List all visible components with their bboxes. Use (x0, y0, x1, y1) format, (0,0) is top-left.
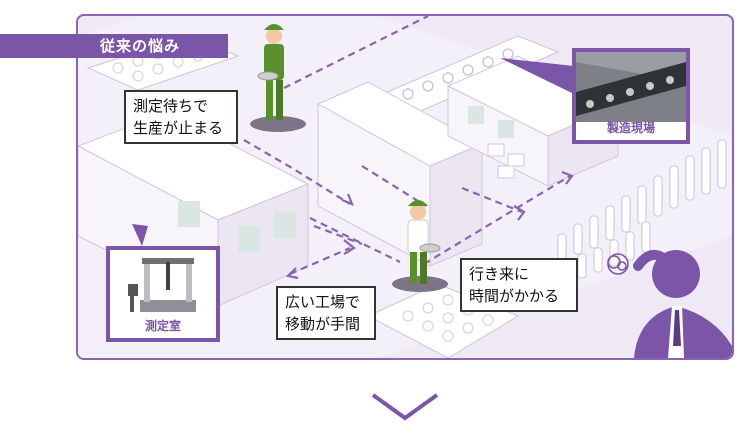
callout-waiting-line2: 生産が止まる (133, 119, 224, 137)
cmm-machine-image (110, 250, 216, 320)
callout-waiting-line1: 測定待ちで (133, 97, 209, 115)
section-tag-label: 従来の悩み (100, 37, 181, 55)
movement-path (243, 16, 571, 276)
section-tag: 従来の悩み (0, 34, 228, 58)
callout-time-line2: 時間がかかる (469, 287, 560, 305)
factory-floor-caption: 製造現場 (606, 121, 655, 135)
callout-waiting: 測定待ちで 生産が止まる (124, 90, 238, 144)
callout-time-line1: 行き来に (469, 265, 530, 283)
factory-scene (78, 16, 732, 358)
path-arrowheads (285, 170, 574, 280)
central-building (316, 81, 484, 267)
measurement-room-photo: 測定室 (106, 246, 220, 342)
conveyor-chain-image (576, 52, 686, 122)
factory-floor-photo: 製造現場 (572, 48, 690, 144)
callout-moving: 広い工場で 移動が手間 (276, 286, 376, 340)
troubled-person (607, 250, 732, 358)
worker-middle (392, 200, 448, 292)
crates (487, 143, 525, 179)
callout-moving-line1: 広い工場で (285, 293, 361, 311)
worker-top (250, 24, 306, 132)
callout-time: 行き来に 時間がかかる (460, 258, 578, 312)
measurement-room-caption: 測定室 (144, 319, 181, 333)
gear-stacks (557, 139, 727, 279)
callout-moving-line2: 移動が手間 (285, 315, 361, 333)
chevron-down-icon (371, 393, 439, 421)
